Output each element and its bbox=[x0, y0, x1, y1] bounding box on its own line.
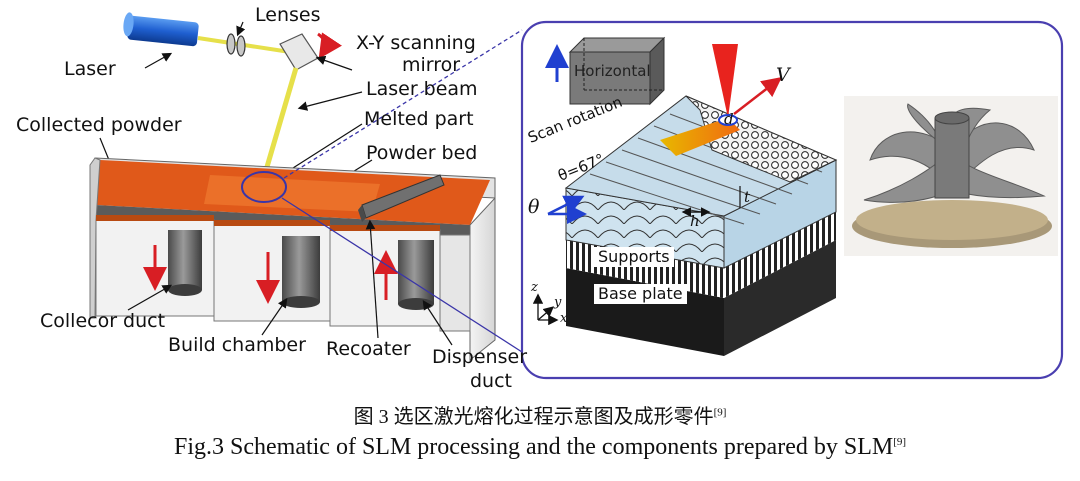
label-spot: d bbox=[724, 110, 734, 128]
scanning-mirror-icon bbox=[279, 33, 319, 71]
label-collected-powder: Collected powder bbox=[16, 114, 182, 136]
label-theta: θ bbox=[528, 196, 540, 218]
label-laser-beam: Laser beam bbox=[366, 78, 478, 100]
velocity-arrow bbox=[733, 76, 782, 115]
caption-chinese: 图 3 选区激光熔化过程示意图及成形零件[9] bbox=[0, 400, 1080, 429]
label-powder-bed: Powder bed bbox=[366, 142, 478, 164]
label-layer: t bbox=[744, 188, 751, 206]
label-base-plate: Base plate bbox=[594, 284, 687, 304]
label-axis-y: y bbox=[554, 295, 562, 310]
caption-english: Fig.3 Schematic of SLM processing and th… bbox=[0, 434, 1080, 461]
mirror-rotation-arrow bbox=[317, 32, 342, 59]
horizontal-orientation-box bbox=[568, 36, 666, 106]
label-build-chamber: Build chamber bbox=[168, 334, 306, 356]
laser-cone bbox=[712, 44, 738, 118]
label-lenses: Lenses bbox=[255, 4, 321, 26]
caption-chinese-ref: [9] bbox=[713, 406, 727, 419]
label-velocity: V bbox=[776, 64, 790, 86]
label-supports: Supports bbox=[594, 247, 674, 267]
label-mirror-2: mirror bbox=[402, 54, 461, 76]
label-mirror-1: X-Y scanning bbox=[356, 32, 476, 54]
label-melted-part: Melted part bbox=[364, 108, 474, 130]
label-collector-duct: Collecor duct bbox=[40, 310, 166, 332]
laser-source bbox=[123, 12, 199, 47]
build-machine bbox=[89, 157, 496, 362]
caption-english-ref: [9] bbox=[893, 436, 907, 448]
axes-icon bbox=[532, 293, 559, 326]
label-recoater: Recoater bbox=[326, 338, 411, 360]
melt-pool-track bbox=[660, 118, 740, 156]
laser-beam-vertical bbox=[259, 67, 299, 185]
label-axis-z: z bbox=[531, 280, 538, 295]
label-power: P bbox=[700, 60, 713, 82]
label-horizontal: Horizontal bbox=[574, 62, 651, 80]
caption-chinese-text: 图 3 选区激光熔化过程示意图及成形零件 bbox=[353, 406, 714, 428]
label-hatch: h bbox=[690, 212, 700, 230]
label-dispenser-2: duct bbox=[470, 370, 512, 392]
caption-english-text: Fig.3 Schematic of SLM processing and th… bbox=[173, 434, 894, 460]
label-dispenser-1: Dispenser bbox=[432, 346, 527, 368]
impeller-photo bbox=[844, 96, 1058, 256]
zoom-circle bbox=[241, 171, 287, 203]
label-laser: Laser bbox=[64, 58, 116, 80]
label-axis-x: x bbox=[560, 311, 568, 326]
